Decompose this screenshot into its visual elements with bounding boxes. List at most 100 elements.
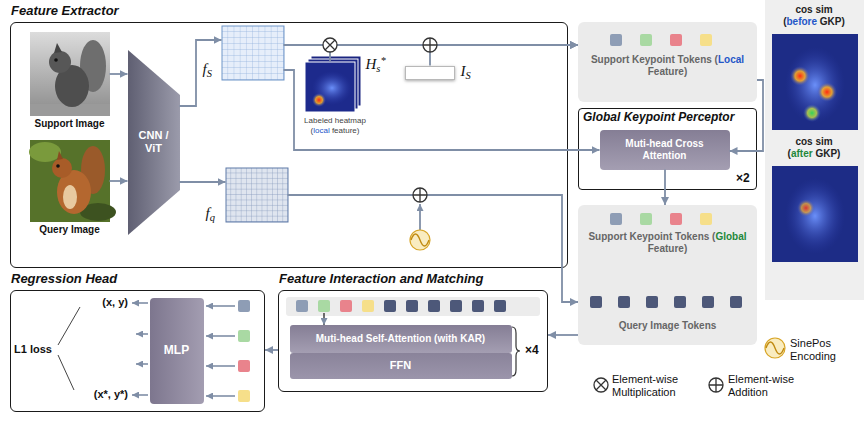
text-slot: Muti-head Self-Attention (with KAR) [290, 325, 512, 353]
module-panel: Global Keypoint PerceptorMuti-head Cross… [578, 108, 757, 190]
text-run: Support Keypoint Tokens ( [591, 54, 718, 65]
token-square [730, 296, 742, 308]
text-slot: Query Image Tokens [578, 320, 757, 332]
similarity-map [817, 82, 837, 102]
text-slot: Support Image [20, 118, 120, 130]
text-run: Muti-head Self-Attention (with KAR) [316, 333, 485, 344]
text-run: L1 loss [14, 343, 52, 355]
node-label: Global Keypoint Perceptor [583, 110, 734, 124]
support-photo [30, 32, 110, 116]
text-slot: (x*, y*) [62, 388, 128, 401]
text-run: I [461, 63, 466, 79]
multiply-symbol [594, 378, 608, 392]
node-label: Support Keypoint Tokens (Local Feature) [578, 54, 757, 78]
support-photo [54, 43, 62, 53]
similarity-map [797, 199, 815, 217]
query-photo [57, 151, 63, 160]
multiply-symbol [323, 38, 608, 392]
regression-arrows [136, 363, 148, 365]
text-run: Global [715, 231, 746, 242]
text-slot: Regression Head [11, 271, 117, 287]
connector [548, 334, 578, 336]
token-square [618, 296, 630, 308]
text-slot: Feature Interaction and Matching [279, 271, 483, 287]
connector [180, 181, 226, 183]
text-run: (x*, y*) [94, 388, 128, 400]
regression-arrows [132, 302, 148, 304]
text-slot: Feature Extractor [11, 3, 119, 19]
attention-block: Muti-head Cross Attention [600, 130, 730, 170]
regression-arrows [206, 305, 235, 307]
text-run: Query Image Tokens [619, 320, 717, 331]
text-slot: Muti-head Cross Attention [600, 130, 730, 170]
connector [330, 45, 578, 62]
connector [730, 80, 764, 151]
text-run: * [380, 55, 385, 66]
token-strip [428, 300, 440, 312]
node-label: IS [461, 62, 471, 83]
similarity-map [772, 34, 858, 130]
legend-label: SinePos Encoding [790, 337, 862, 363]
node-label: Query Image [20, 224, 120, 236]
text-run: (x, y) [102, 296, 128, 308]
node-label: FFN [390, 359, 411, 372]
annotation: (x, y) [70, 296, 128, 309]
text-run: GKP) [813, 148, 841, 159]
text-slot: Support Keypoint Tokens (Global Feature) [578, 231, 757, 255]
text-slot: Support Keypoint Tokens (Local Feature) [578, 54, 757, 78]
sinepos-icon [410, 204, 785, 358]
support-photo [54, 58, 58, 62]
node-label: Query Image Tokens [578, 320, 757, 332]
token-square [646, 296, 658, 308]
query-photo [63, 185, 77, 209]
text-run: Support Keypoint Tokens ( [588, 231, 715, 242]
token-panel: Support Keypoint Tokens (Global Feature)… [578, 205, 757, 345]
node-label: MLP [164, 343, 189, 357]
node-label: cos sim (before GKP) [779, 4, 849, 28]
legend-item: Element-wise Multiplication [612, 373, 704, 399]
node-label: Feature Extractor [11, 3, 119, 19]
text-run: f [206, 205, 210, 221]
text-run: FFN [390, 359, 411, 371]
text-run: f [203, 61, 207, 77]
text-run: ×4 [525, 343, 539, 357]
node-label: Regression Head [11, 271, 117, 287]
heatmap-image [305, 62, 355, 112]
text-run: GKP) [817, 16, 845, 27]
annotation: ×2 [736, 171, 750, 185]
connector [430, 45, 578, 66]
regression-arrows [58, 300, 250, 402]
regression-arrows [58, 355, 74, 390]
similarity-map [772, 34, 858, 262]
annotation: L1 loss [14, 343, 52, 356]
sinepos-icon [410, 230, 430, 250]
text-run: local [313, 126, 329, 135]
text-run: CNN / ViT [139, 129, 169, 154]
sinepos-icon [411, 234, 429, 246]
text-slot: Query Image [20, 224, 120, 236]
text-slot: CNN / ViT [128, 50, 180, 235]
node-label: cos sim (after GKP) [783, 136, 845, 160]
token-panel: Support Keypoint Tokens (Local Feature) [578, 22, 757, 102]
text-slot: Global Keypoint Perceptor [583, 110, 734, 124]
token-square [640, 213, 652, 225]
text-run: after [791, 148, 813, 159]
text-run: MLP [164, 343, 189, 357]
token-strip [450, 300, 462, 312]
token-strip [286, 297, 540, 325]
token-strip [406, 300, 418, 312]
node-label: Muti-head Cross Attention [604, 138, 726, 162]
mlp-block: MLP [150, 298, 204, 404]
connector [180, 40, 222, 106]
regression-arrows [206, 365, 235, 367]
token-square [700, 213, 712, 225]
text-run: before [787, 16, 818, 27]
text-slot: cos sim (after GKP) [783, 136, 845, 160]
connector [284, 70, 600, 150]
regression-arrows [136, 333, 148, 335]
heatmap-image [305, 56, 361, 112]
feature-grid [222, 26, 284, 80]
text-run: q [210, 212, 215, 223]
text-run: s [376, 63, 380, 74]
